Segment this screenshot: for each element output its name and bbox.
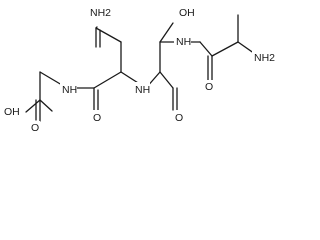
bond <box>25 99 41 113</box>
bond <box>211 41 239 57</box>
atom-labels: NH2 OH NH NH2 NH NH O O O O OH <box>2 6 276 135</box>
atom-label-o: O <box>31 122 39 134</box>
atom-label-oh: OH <box>4 106 20 118</box>
atom-label-nh2: NH2 <box>254 52 275 64</box>
atom-label-o: O <box>205 81 213 93</box>
atom-label-nh: NH <box>176 36 191 48</box>
atom-label-nh2: NH2 <box>90 7 111 19</box>
bond <box>199 41 213 57</box>
bond <box>159 22 174 43</box>
atom-label-o: O <box>175 112 183 124</box>
bond <box>93 71 122 89</box>
bond-lines <box>25 14 259 122</box>
atom-label-o: O <box>93 112 101 124</box>
bond <box>39 99 53 112</box>
atom-label-nh: NH <box>62 84 77 96</box>
atom-label-oh: OH <box>179 7 195 19</box>
atom-label-nh: NH <box>135 84 150 96</box>
bond <box>95 26 98 29</box>
molecule-structure-diagram: NH2 OH NH NH2 NH NH O O O O OH <box>2 6 276 135</box>
bond <box>159 71 174 89</box>
